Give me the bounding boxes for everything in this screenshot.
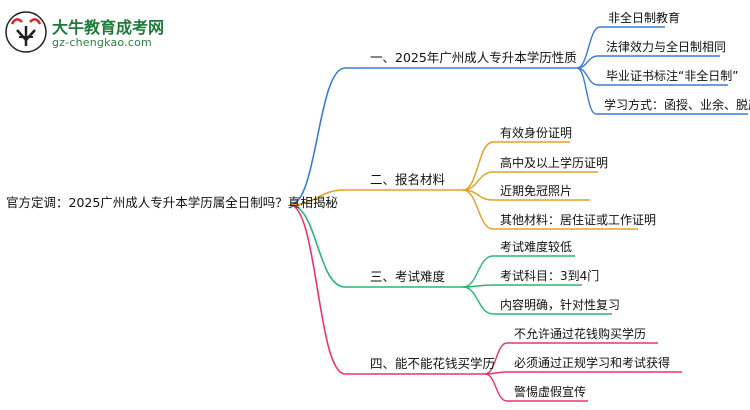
site-logo[interactable]: 大牛教育成考网 gz-chengkao.com	[4, 10, 204, 54]
connector-branch-1-to-leaf-1	[576, 26, 601, 69]
connector-branch-2-to-leaf-1	[462, 141, 494, 191]
branch-1-label: 一、2025年广州成人专升本学历性质	[370, 50, 577, 65]
leaf-2-3: 近期免冠照片	[500, 184, 573, 198]
branch-2-label: 二、报名材料	[370, 172, 446, 187]
leaf-2-1: 有效身份证明	[500, 126, 573, 140]
leaf-3-3: 内容明确，针对性复习	[500, 298, 621, 312]
leaf-4-2: 必须通过正规学习和考试获得	[514, 356, 671, 370]
leaf-1-4: 学习方式：函授、业余、脱产	[604, 98, 750, 112]
leaf-2-4: 其他材料：居住证或工作证明	[500, 213, 657, 227]
leaf-1-1: 非全日制教育	[608, 11, 681, 25]
leaf-3-1: 考试难度较低	[500, 240, 573, 254]
connector-branch-1-to-leaf-4	[576, 67, 597, 115]
connector-root-to-branch-2	[289, 189, 346, 206]
connector-branch-3-to-leaf-3	[462, 286, 494, 315]
leaf-4-3: 警惕虚假宣传	[514, 385, 587, 399]
leaf-1-2: 法律效力与全日制相同	[606, 40, 727, 54]
logo-url: gz-chengkao.com	[52, 36, 152, 49]
connector-branch-2-to-leaf-2	[462, 171, 494, 191]
leaf-3-2: 考试科目：3到4门	[500, 269, 600, 283]
logo-title: 大牛教育成考网	[52, 18, 165, 37]
branch-3-label: 三、考试难度	[370, 269, 446, 284]
bull-logo-icon	[5, 11, 47, 53]
connector-root-to-branch-1	[289, 67, 346, 206]
connector-branch-2-to-leaf-4	[462, 189, 494, 230]
connector-branch-4-to-leaf-1	[484, 342, 508, 375]
branch-4-label: 四、能不能花钱买学历	[370, 356, 496, 371]
leaf-1-3: 毕业证书标注“非全日制”	[606, 69, 739, 83]
connector-root-to-branch-3	[289, 204, 346, 288]
leaf-2-2: 高中及以上学历证明	[500, 156, 609, 170]
connector-branch-3-to-leaf-1	[462, 255, 494, 288]
mindmap-root-label: 官方定调：2025广州成人专升本学历属全日制吗？真相揭秘	[6, 195, 338, 210]
leaf-4-1: 不允许通过花钱购买学历	[514, 327, 647, 341]
connector-branch-4-to-leaf-3	[484, 373, 508, 402]
connector-root-to-branch-4	[289, 204, 346, 375]
